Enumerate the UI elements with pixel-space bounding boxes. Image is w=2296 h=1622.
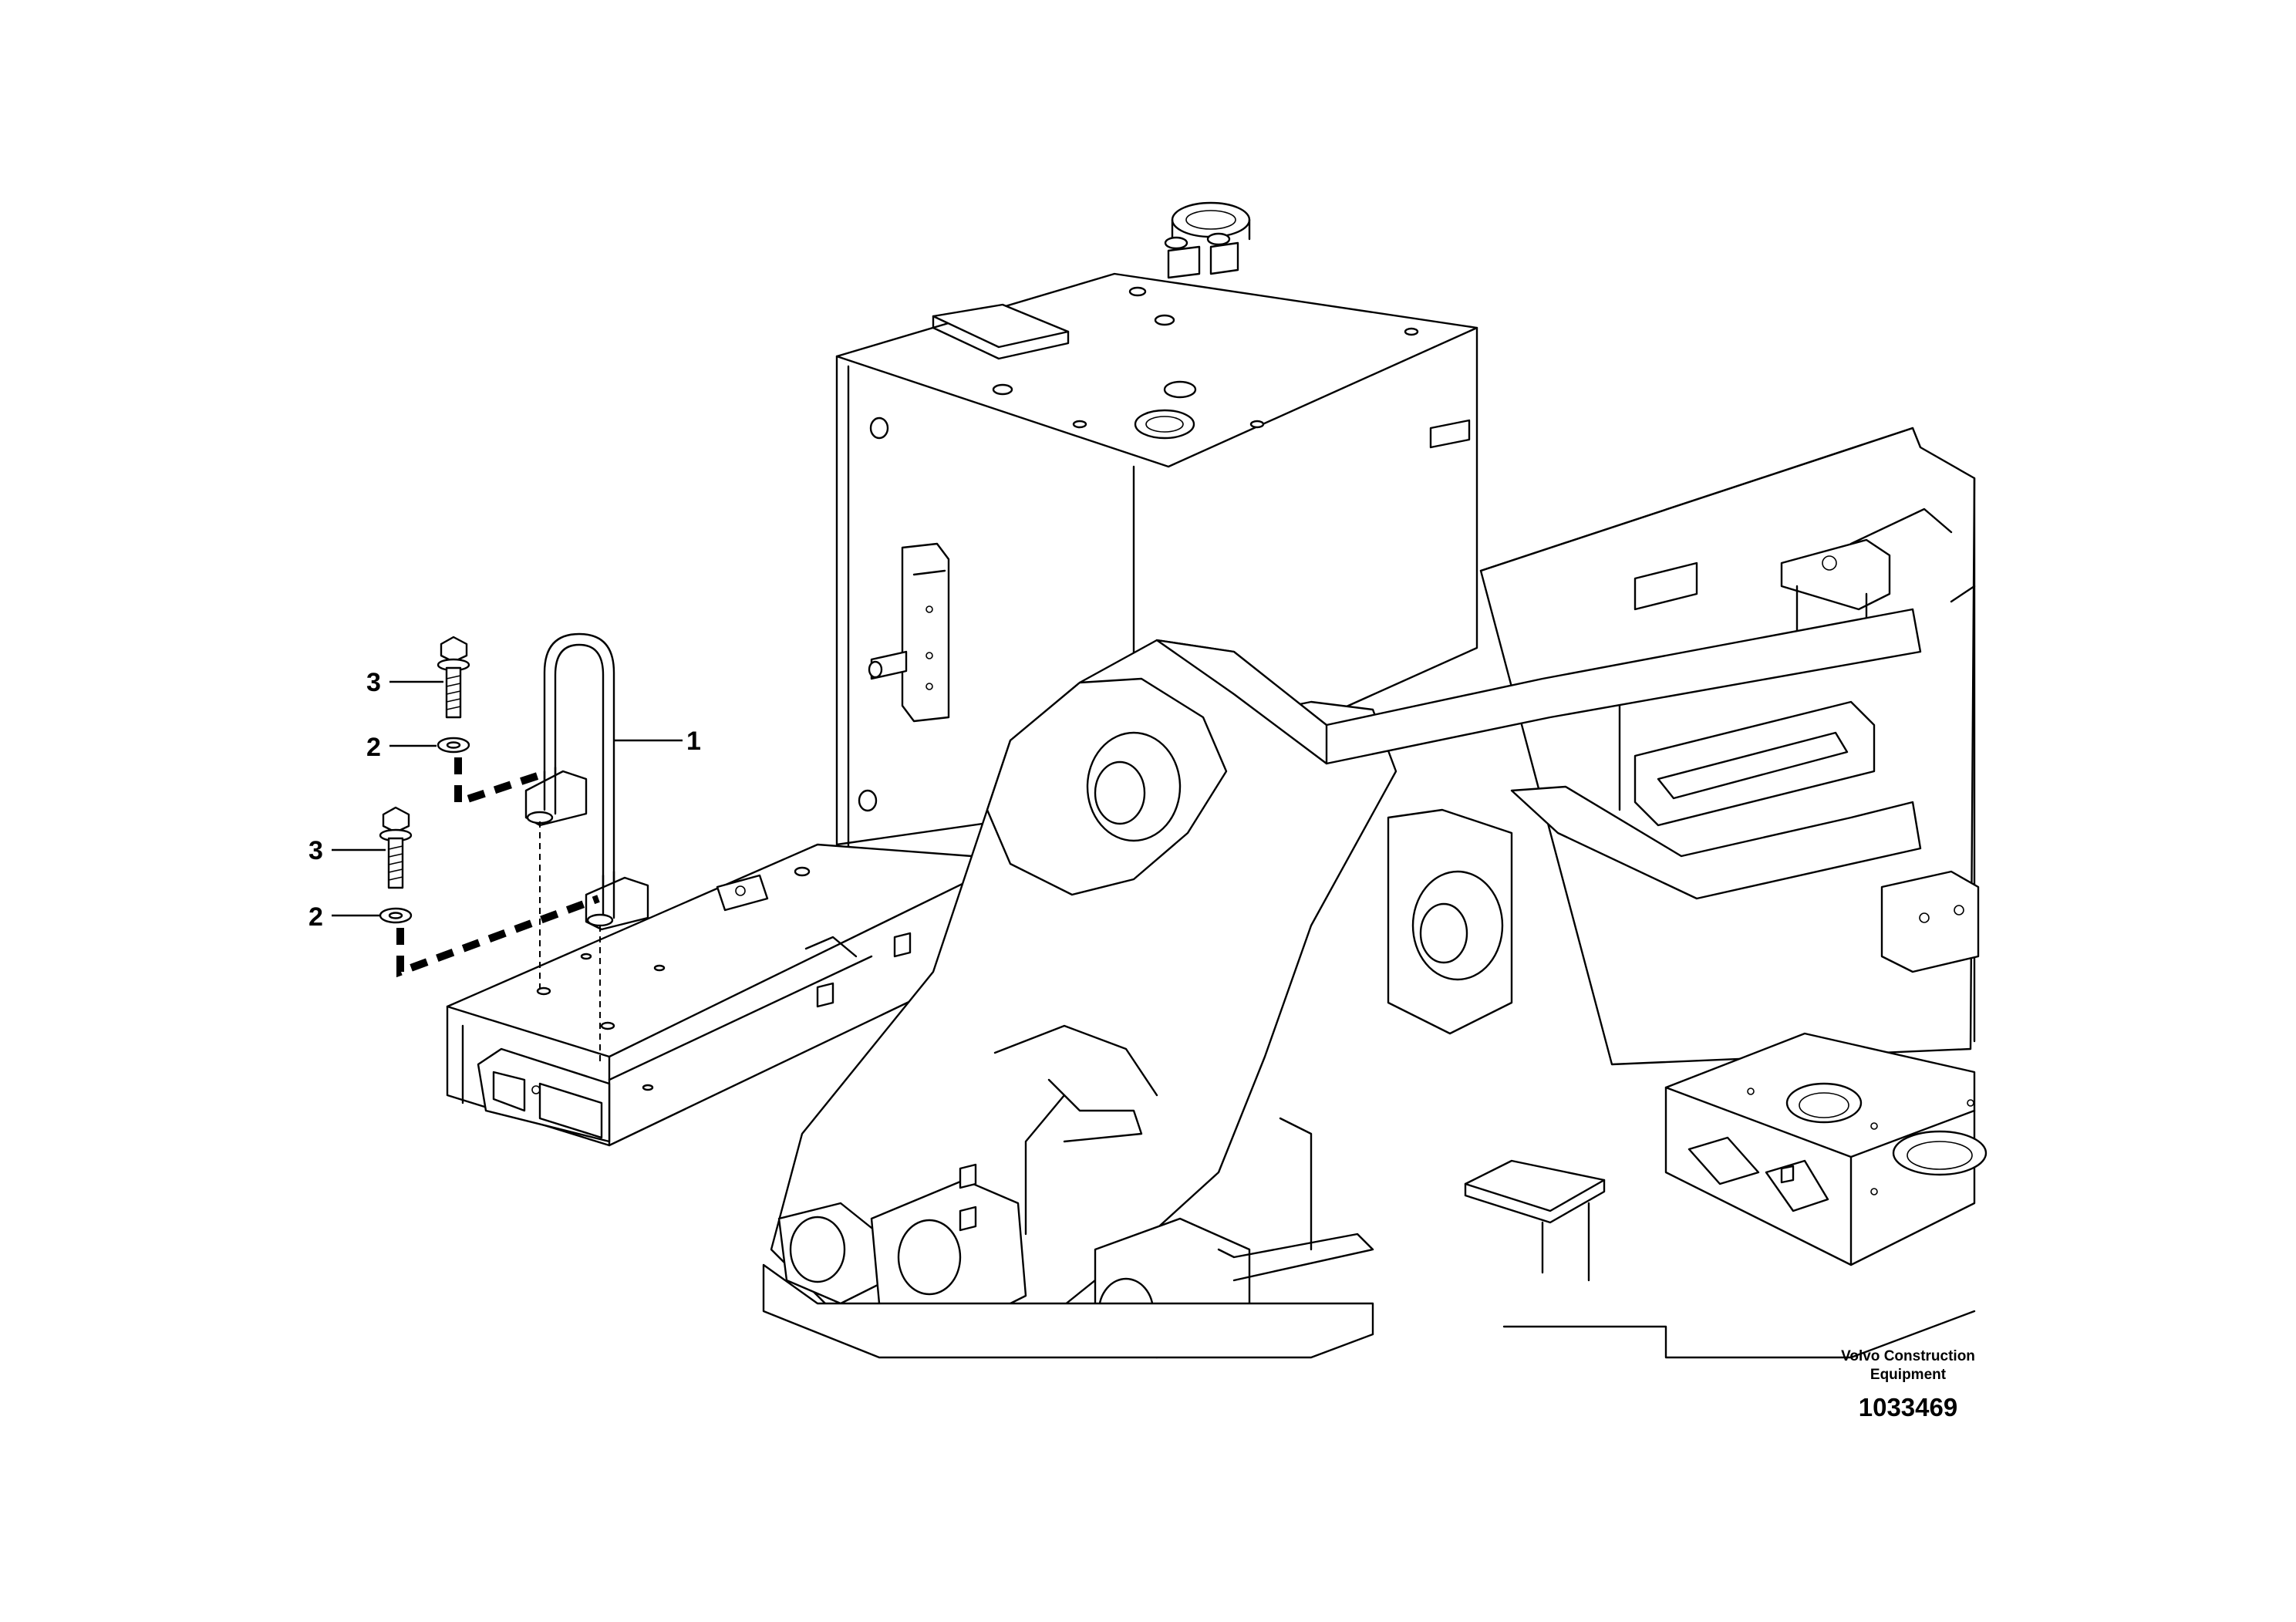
brand-line-1: Volvo Construction xyxy=(1841,1348,1975,1364)
callout-leaders xyxy=(332,680,683,917)
brand-line-2: Equipment xyxy=(1870,1367,1947,1383)
callout-handle: 1 xyxy=(686,727,701,756)
drawing-number: 1033469 xyxy=(1859,1393,1957,1421)
boom-swing-bracket xyxy=(762,608,1922,1359)
main-frame-rails xyxy=(1479,427,1980,1066)
callout-washer-upper: 2 xyxy=(366,733,381,762)
lower-washer xyxy=(379,907,413,924)
upper-washer xyxy=(437,737,470,754)
callout-bolt-lower: 3 xyxy=(308,836,323,865)
upper-bolt xyxy=(437,636,470,719)
title-block: Volvo Construction Equipment 1033469 xyxy=(1841,1348,1975,1421)
callout-washer-lower: 2 xyxy=(308,902,323,932)
grab-handle xyxy=(524,632,649,931)
lower-bolt xyxy=(379,806,413,889)
swing-bearing-plate xyxy=(1464,1032,1988,1359)
assembly-lines xyxy=(396,757,601,1064)
callout-bolt-upper: 3 xyxy=(366,668,381,697)
